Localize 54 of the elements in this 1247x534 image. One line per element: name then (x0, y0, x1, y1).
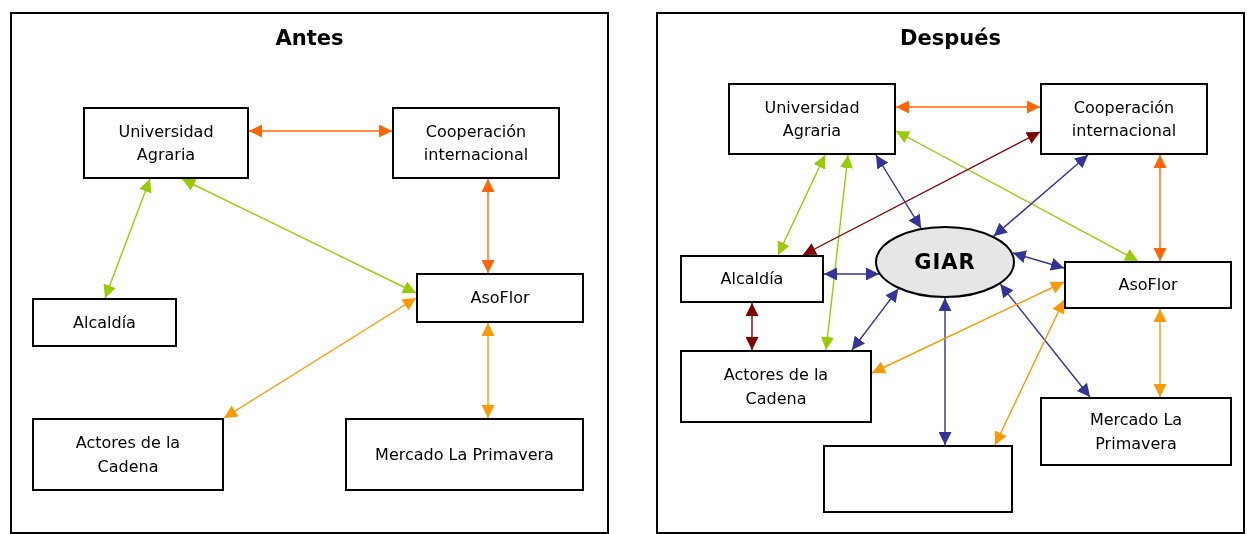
actor-box (32, 418, 224, 491)
double-arrow (821, 154, 853, 351)
empty-box (823, 445, 1013, 513)
actor-box (392, 107, 560, 179)
node-label: Alcaldía (720, 268, 784, 291)
node-label: Universidad Agraria (763, 96, 861, 142)
node-label: Actores de la Cadena (74, 432, 182, 478)
panel-heading: Después (900, 26, 1001, 50)
panel-frame (656, 12, 1245, 534)
node-label: Cooperación internacional (422, 120, 530, 166)
double-arrow (938, 297, 952, 446)
double-arrow (481, 322, 495, 419)
double-arrow (223, 297, 417, 419)
actor-box (416, 273, 584, 323)
node-label: Mercado La Primavera (1088, 409, 1184, 455)
node-label: Universidad Agraria (117, 120, 215, 166)
double-arrow (823, 267, 880, 281)
node-label: Mercado La Primavera (375, 443, 554, 466)
node-label: Actores de la Cadena (722, 364, 830, 410)
panel-frame (10, 12, 609, 534)
actor-box (728, 83, 896, 155)
double-arrow (871, 281, 1065, 374)
actor-box (1064, 261, 1232, 309)
double-arrow (895, 100, 1041, 114)
double-arrow (1012, 250, 1065, 271)
double-arrow (481, 178, 495, 274)
actor-box (680, 350, 872, 423)
double-arrow (248, 124, 393, 138)
node-label: AsoFlor (1118, 274, 1178, 297)
actor-box (83, 107, 249, 179)
node-label: Alcaldía (73, 311, 136, 334)
double-arrow (1153, 154, 1167, 262)
double-arrow (1153, 308, 1167, 398)
node-label: Cooperación internacional (1070, 96, 1178, 142)
double-arrow (103, 178, 152, 299)
double-arrow (875, 154, 922, 229)
double-arrow (851, 288, 899, 351)
node-label: AsoFlor (470, 287, 530, 310)
node-label: GIAR (914, 250, 976, 274)
double-arrow (181, 178, 417, 294)
double-arrow (994, 299, 1065, 446)
actor-box (345, 418, 584, 491)
double-arrow (777, 154, 826, 256)
actor-box (1040, 83, 1208, 155)
actor-box (32, 298, 177, 347)
double-arrow (802, 131, 1041, 256)
panel-heading: Antes (275, 26, 344, 50)
ellipse-node (875, 226, 1015, 298)
double-arrow (999, 283, 1091, 398)
actor-box (680, 255, 824, 303)
double-arrow (993, 154, 1089, 237)
double-arrow (895, 130, 1139, 262)
double-arrow (745, 302, 759, 351)
actor-box (1040, 397, 1232, 466)
